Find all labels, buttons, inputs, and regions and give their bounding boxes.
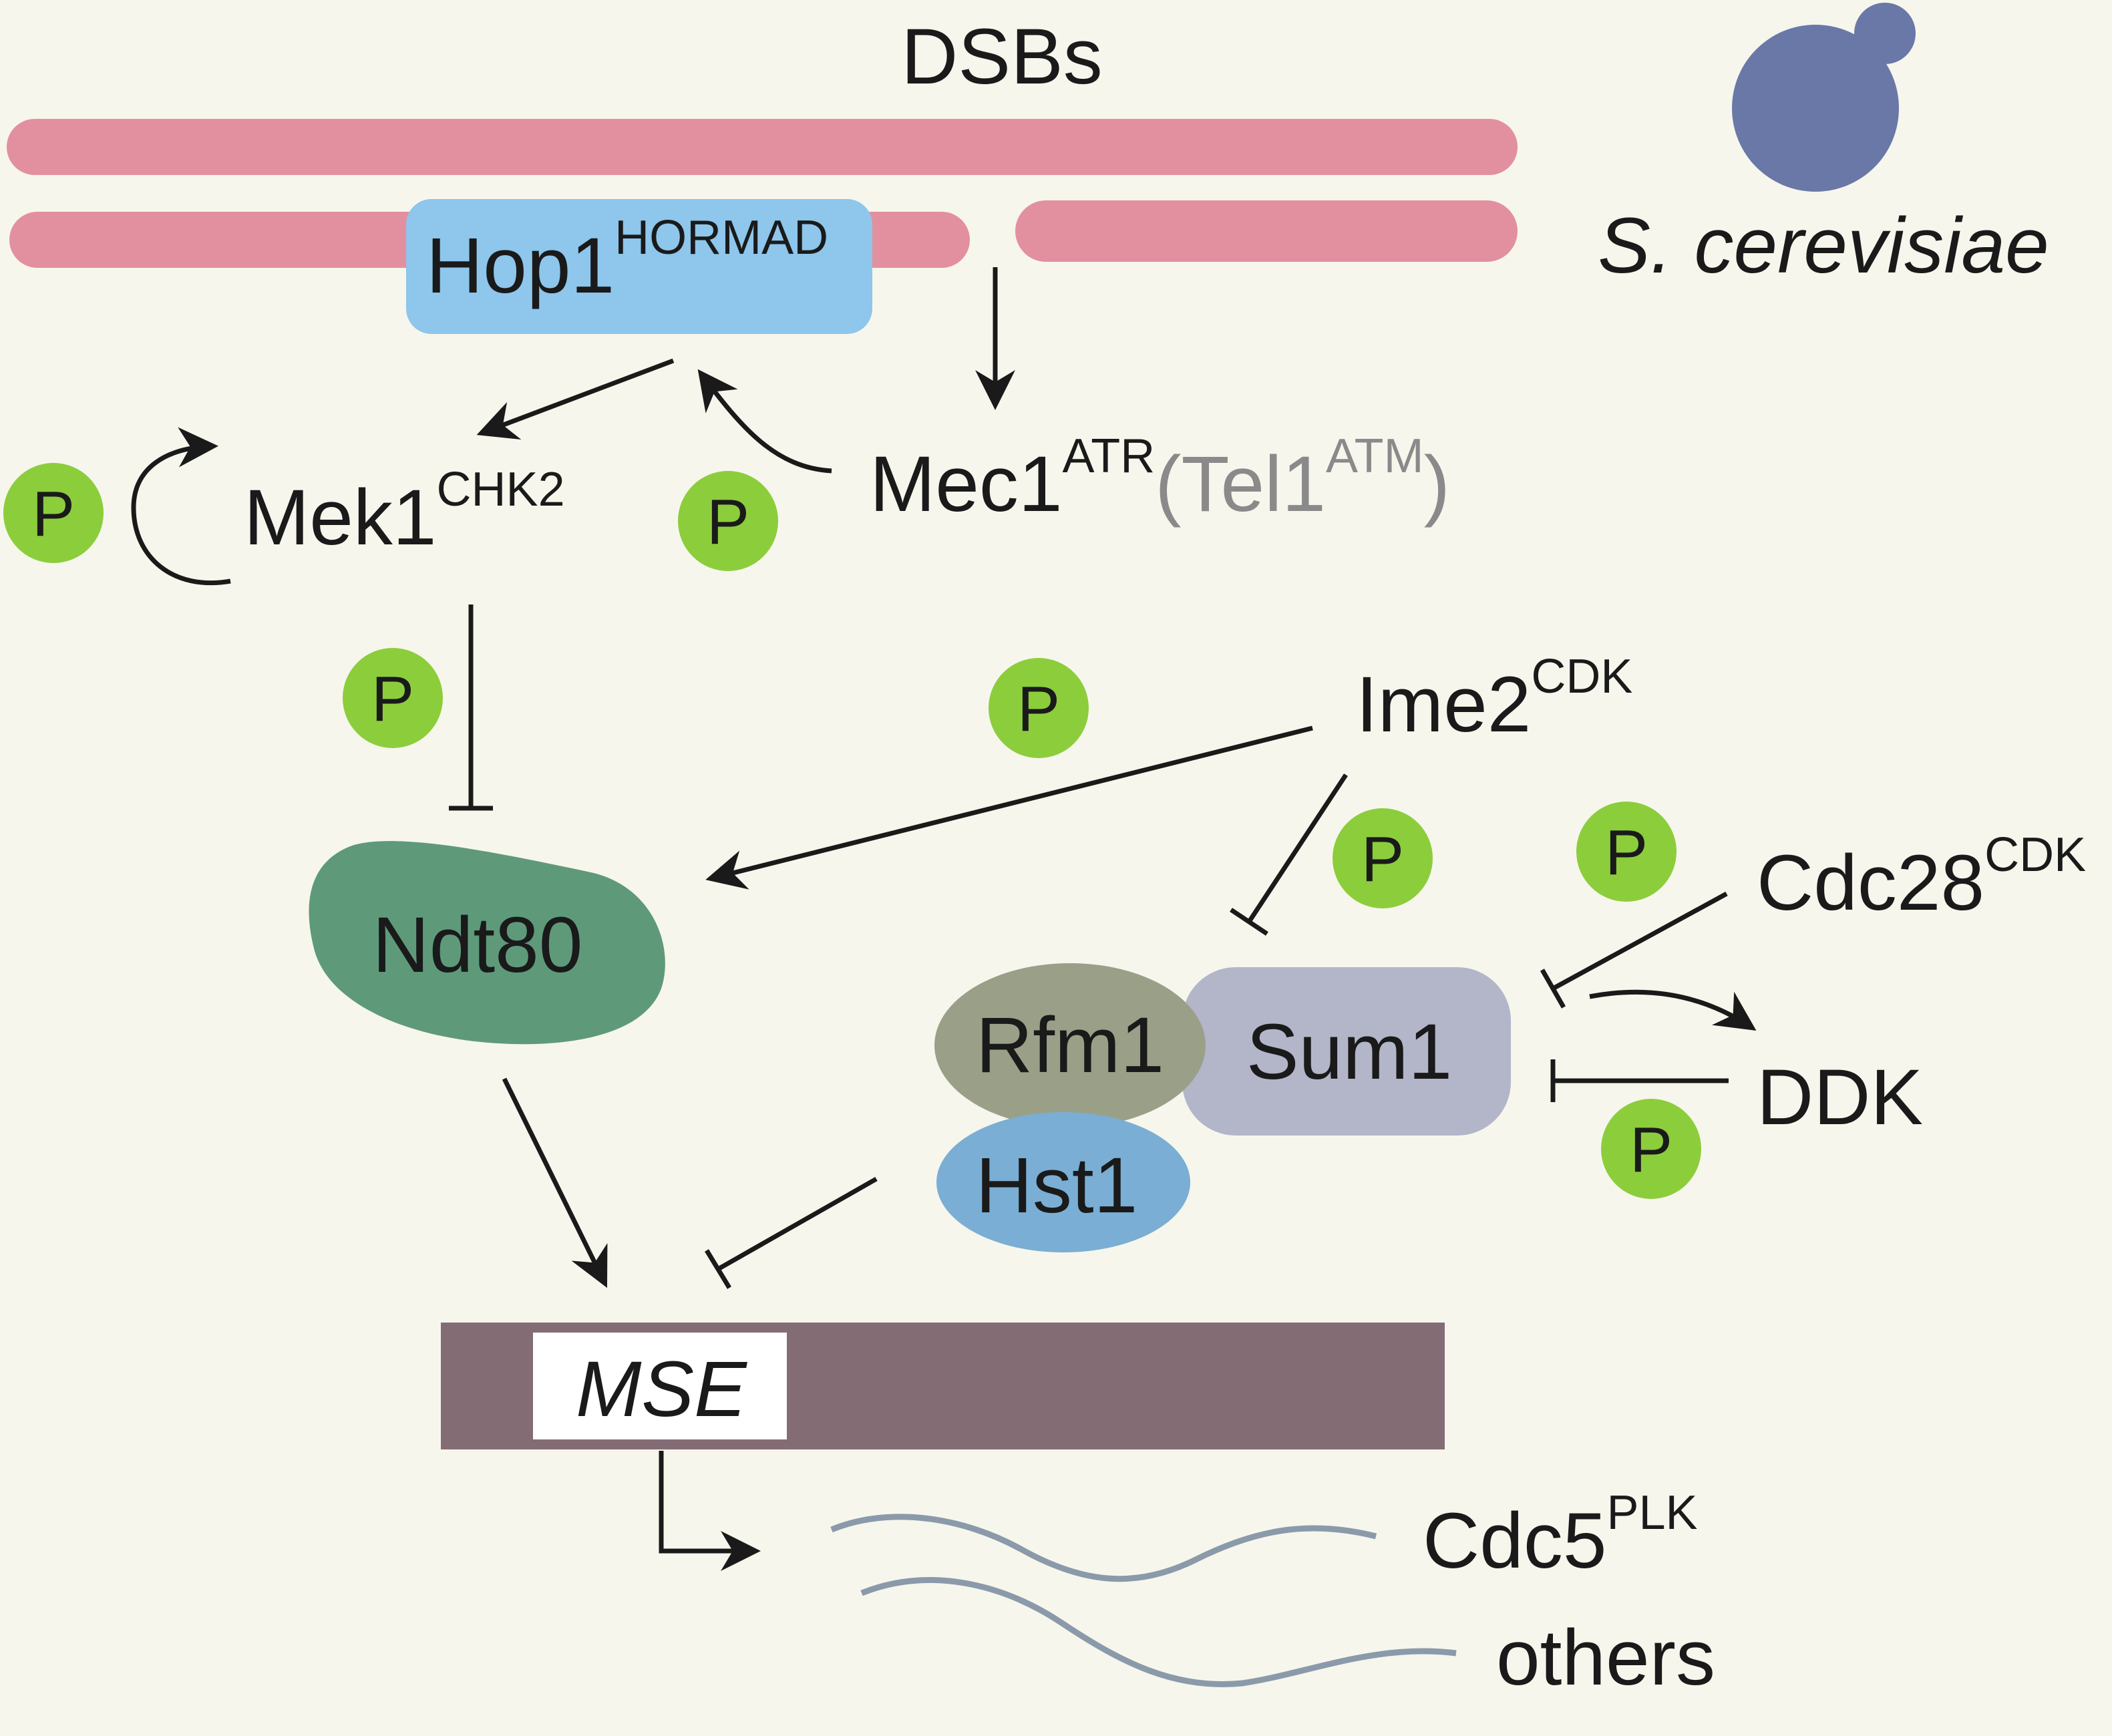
cdc28-name: Cdc28 [1757, 839, 1984, 927]
ndt80-blob [309, 841, 665, 1045]
arrow-mec1-to-hop1 [697, 369, 832, 474]
transcript-cdc5 [830, 1514, 1377, 1582]
hop1-sup: HORMAD [614, 211, 828, 265]
mec1-label: Mec1ATR(Tel1ATM) [870, 429, 1450, 528]
tel1-close: ) [1424, 440, 1450, 528]
inhibit-ddk-sum1 [1550, 1059, 1729, 1102]
svg-text:P: P [1361, 824, 1404, 895]
mse-label: MSE [576, 1345, 747, 1433]
svg-text:P: P [371, 663, 414, 735]
hop1-box [406, 199, 872, 334]
ddk-label: DDK [1757, 1053, 1923, 1142]
svg-text:P: P [1605, 817, 1648, 888]
mse-box [533, 1333, 787, 1439]
hop1-label: Hop1HORMAD [426, 211, 828, 310]
transcription-start-arrow [659, 1451, 761, 1571]
yeast-cell-icon [1732, 3, 1916, 192]
phospho-badge-ndt80-ime2: P [989, 658, 1089, 758]
inhibit-ime2-sum1 [1230, 773, 1348, 936]
inhibit-cdc28-sum1 [1540, 891, 1728, 1009]
phospho-badge-hop1: P [678, 471, 778, 571]
phospho-badge-ndt80-mek1: P [343, 648, 443, 748]
cdc5-sup: PLK [1606, 1486, 1697, 1540]
ime2-name: Ime2 [1356, 661, 1531, 749]
sum1-box [1182, 967, 1511, 1136]
tel1-sup: ATM [1326, 429, 1424, 483]
arrow-cdc28-to-ddk [1589, 989, 1757, 1031]
hop1-name: Hop1 [426, 222, 614, 310]
chromosome-bar-top [7, 119, 1518, 175]
cdc28-sup: CDK [1984, 828, 2086, 882]
ndt80-label: Ndt80 [373, 901, 583, 989]
phospho-badge-mek1: P [3, 463, 104, 563]
mek1-name: Mek1 [244, 474, 437, 562]
inhibit-hst1-mse [705, 1176, 878, 1289]
ime2-label: Ime2CDK [1356, 650, 1632, 749]
svg-text:P: P [707, 486, 749, 558]
mek1-sup: CHK2 [437, 463, 565, 516]
organism-label: S. cerevisiae [1598, 202, 2049, 290]
phospho-badge-sum1-ime2: P [1333, 808, 1433, 908]
arrow-ndt80-to-mse [502, 1077, 608, 1288]
hst1-label: Hst1 [976, 1142, 1138, 1230]
phospho-badge-sum1-cdc28: P [1576, 802, 1677, 902]
svg-text:P: P [1017, 673, 1060, 745]
mek1-autophosphorylation-arrow [131, 427, 231, 586]
dsbs-title: DSBs [901, 13, 1103, 101]
tel1-open: ( [1155, 440, 1181, 528]
phospho-badge-sum1-ddk: P [1601, 1099, 1701, 1199]
arrow-ime2-to-ndt80 [705, 725, 1313, 890]
cdc28-label: Cdc28CDK [1757, 828, 2086, 927]
hst1-ellipse [936, 1112, 1190, 1252]
rfm1-ellipse [934, 963, 1206, 1127]
svg-text:P: P [1630, 1114, 1673, 1186]
svg-text:P: P [32, 478, 75, 550]
sum1-label: Sum1 [1246, 1008, 1452, 1096]
tel1-name: Tel1 [1182, 440, 1326, 528]
others-label: others [1496, 1614, 1715, 1702]
chromosome-bar-right [1015, 200, 1518, 262]
mec1-sup: ATR [1063, 429, 1156, 483]
mek1-label: Mek1CHK2 [244, 463, 565, 562]
cdc5-name: Cdc5 [1423, 1497, 1606, 1585]
mec1-name: Mec1 [870, 440, 1063, 528]
transcript-others [860, 1577, 1457, 1688]
arrow-hop1-to-mek1 [476, 358, 675, 440]
inhibit-mek1-ndt80 [449, 604, 493, 811]
rfm1-label: Rfm1 [976, 1001, 1164, 1089]
cdc5-label: Cdc5PLK [1423, 1486, 1698, 1585]
ime2-sup: CDK [1531, 650, 1632, 703]
